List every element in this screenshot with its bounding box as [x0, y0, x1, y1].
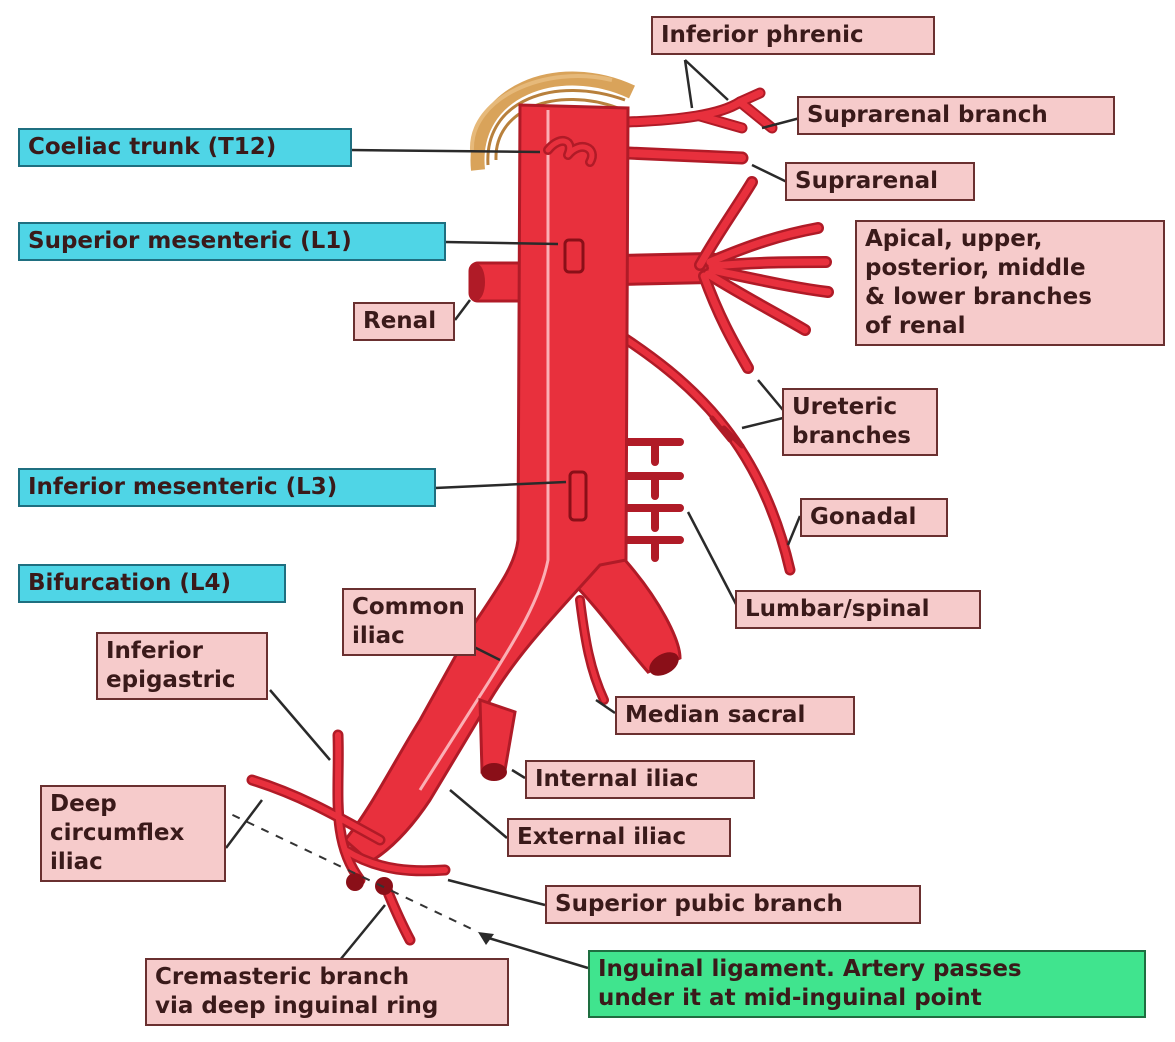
label-internal-iliac: Internal iliac	[525, 760, 755, 799]
label-suprarenal-branch: Suprarenal branch	[797, 96, 1115, 135]
label-inguinal-ligament: Inguinal ligament. Artery passes under i…	[588, 950, 1146, 1018]
suprarenal-artery	[628, 153, 742, 158]
lumbar-arteries	[628, 442, 680, 558]
label-inferior-mesenteric: Inferior mesenteric (L3)	[18, 468, 436, 507]
label-superior-mesenteric: Superior mesenteric (L1)	[18, 222, 446, 261]
label-suprarenal: Suprarenal	[785, 162, 975, 201]
label-renal-branches: Apical, upper, posterior, middle & lower…	[855, 220, 1165, 346]
label-gonadal: Gonadal	[800, 498, 948, 537]
label-bifurcation: Bifurcation (L4)	[18, 564, 286, 603]
gonadal-artery	[612, 330, 790, 570]
label-common-iliac: Common iliac	[342, 588, 476, 656]
label-inferior-epigastric: Inferior epigastric	[96, 632, 268, 700]
label-ureteric-branches: Ureteric branches	[782, 388, 938, 456]
right-renal-artery	[620, 182, 828, 368]
label-coeliac-trunk: Coeliac trunk (T12)	[18, 128, 352, 167]
label-deep-circumflex-iliac: Deep circumflex iliac	[40, 785, 226, 882]
label-cremasteric-branch: Cremasteric branch via deep inguinal rin…	[145, 958, 509, 1026]
left-renal-artery	[469, 263, 526, 301]
internal-iliac-artery	[480, 700, 515, 781]
label-superior-pubic-branch: Superior pubic branch	[545, 885, 921, 924]
label-inferior-phrenic: Inferior phrenic	[651, 16, 935, 55]
label-lumbar-spinal: Lumbar/spinal	[735, 590, 981, 629]
superior-mesenteric-artery	[565, 240, 583, 272]
label-median-sacral: Median sacral	[615, 696, 855, 735]
label-renal: Renal	[353, 302, 455, 341]
inferior-mesenteric-artery	[570, 472, 586, 520]
label-external-iliac: External iliac	[507, 818, 731, 857]
